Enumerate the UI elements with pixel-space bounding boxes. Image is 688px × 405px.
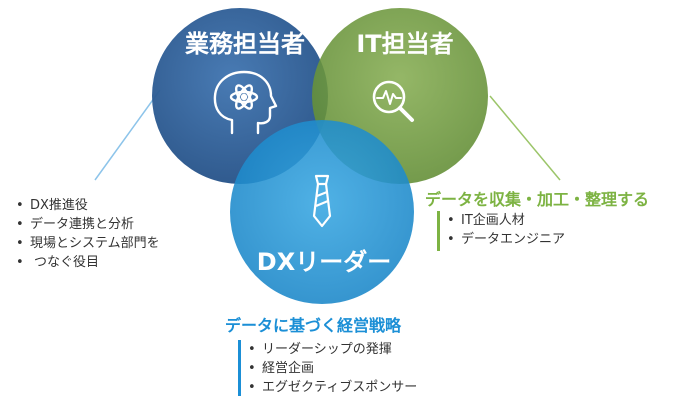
- business-title: 業務担当者: [185, 30, 305, 58]
- dx-accent-bar: [238, 340, 241, 396]
- list-item: エグゼクティブスポンサー: [246, 378, 417, 397]
- it-title: IT担当者: [356, 30, 454, 58]
- list-item: データエンジニア: [445, 230, 565, 249]
- it-connector-line: [489, 95, 561, 181]
- business-connector-line: [94, 89, 161, 181]
- necktie-icon: [312, 174, 332, 228]
- magnifier-pulse-icon: [372, 80, 414, 122]
- it-role-list: IT企画人材 データエンジニア: [445, 211, 565, 249]
- list-item: DX推進役: [14, 196, 160, 215]
- list-item: 経営企画: [246, 359, 417, 378]
- brain-atom-icon: [213, 70, 278, 135]
- list-item: リーダーシップの発揮: [246, 340, 417, 359]
- dx-role-list: リーダーシップの発揮 経営企画 エグゼクティブスポンサー: [246, 340, 417, 397]
- dx-section-heading: データに基づく経営戦略: [225, 316, 402, 335]
- list-item: IT企画人材: [445, 211, 565, 230]
- dx-title: DXリーダー: [256, 248, 392, 276]
- business-role-list: DX推進役 データ連携と分析 現場とシステム部門を つなぐ役目: [14, 196, 160, 272]
- it-accent-bar: [437, 211, 440, 251]
- list-item: データ連携と分析: [14, 215, 160, 234]
- list-item: つなぐ役目: [14, 253, 160, 272]
- dx-circle: [230, 120, 414, 304]
- it-section-heading: データを収集・加工・整理する: [425, 190, 650, 209]
- list-item: 現場とシステム部門を: [14, 234, 160, 253]
